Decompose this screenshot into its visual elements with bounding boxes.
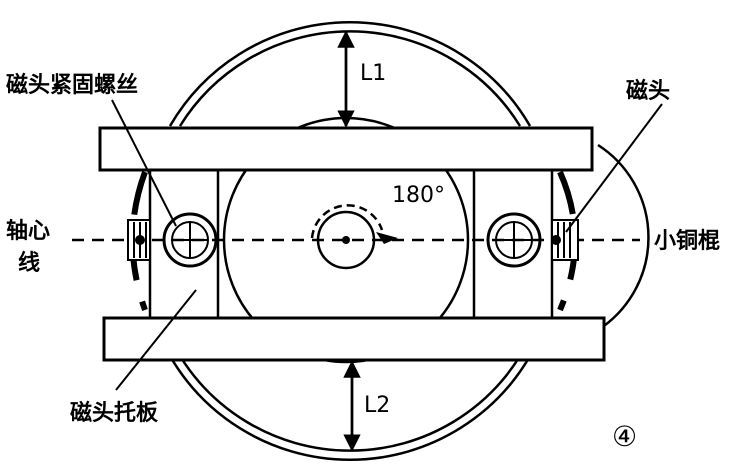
right-platter-edge xyxy=(597,143,650,332)
center-spindle xyxy=(316,210,376,270)
label-l1: L1 xyxy=(360,61,386,86)
rotation-arrow xyxy=(310,204,384,239)
rotation-arrow-head xyxy=(376,232,398,244)
right-magnet-head xyxy=(551,219,579,261)
label-angle: 180° xyxy=(392,183,445,208)
left-magnet-head xyxy=(127,219,151,261)
top-bar xyxy=(98,126,594,172)
label-magnet-clamp-screw: 磁头紧固螺丝 xyxy=(6,72,138,98)
label-step-number: ④ xyxy=(612,420,637,453)
right-clamp-screw xyxy=(486,212,542,268)
label-magnet-holder: 磁头托板 xyxy=(70,400,159,426)
label-magnet-head: 磁头 xyxy=(626,78,670,104)
label-axis-line-1: 轴心 xyxy=(6,218,50,244)
left-clamp-screw xyxy=(162,212,218,268)
label-small-copper-rod: 小铜棍 xyxy=(654,228,720,254)
leader-clamp-screw xyxy=(111,99,177,227)
label-axis-line-2: 线 xyxy=(18,250,40,276)
leader-magnet-head xyxy=(565,103,663,233)
label-l2: L2 xyxy=(364,393,390,418)
bottom-bar xyxy=(102,316,606,362)
leader-magnet-holder xyxy=(115,289,197,391)
outer-disc xyxy=(168,21,532,461)
